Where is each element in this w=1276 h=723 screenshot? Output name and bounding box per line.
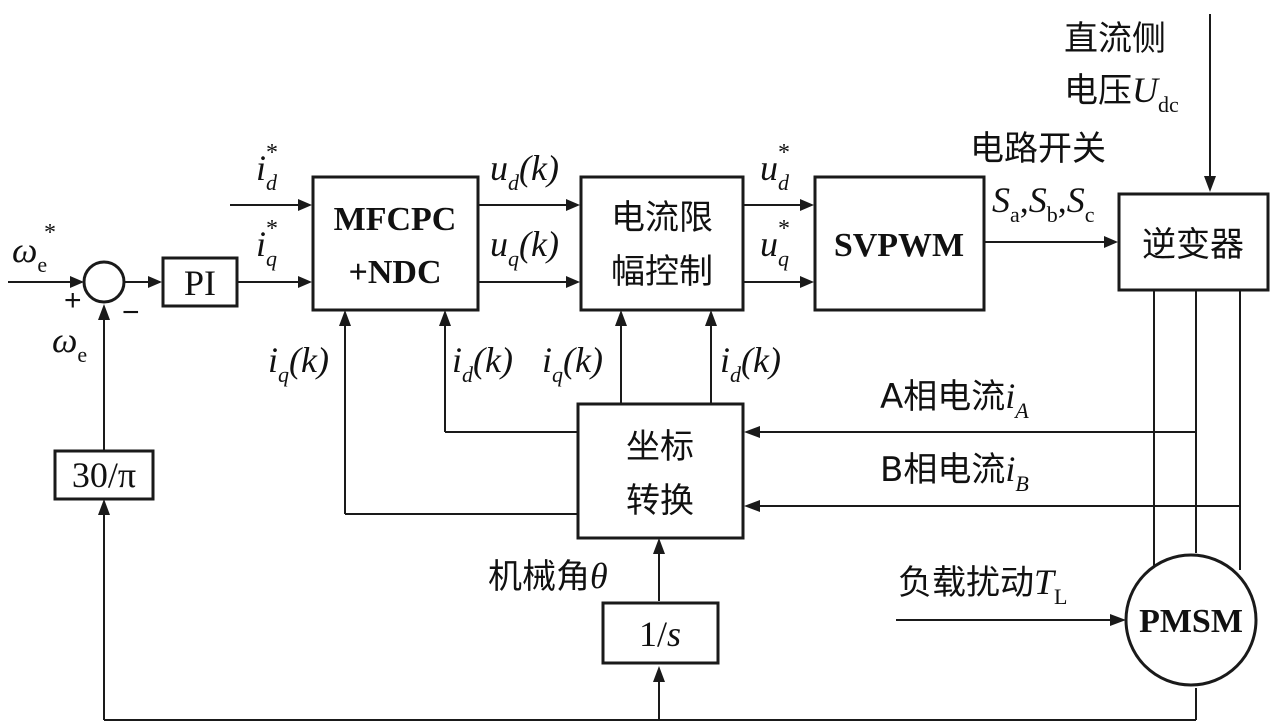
svpwm-label: SVPWM bbox=[834, 227, 964, 264]
iq-ref-label: iq bbox=[256, 224, 277, 271]
inverter-block: 逆变器 bbox=[1117, 192, 1270, 292]
uq-ref-label: uq bbox=[760, 224, 789, 271]
arrow-switch bbox=[1104, 236, 1118, 248]
integrator-block: 1/s bbox=[601, 601, 720, 665]
uq-k-label: uq(k) bbox=[490, 224, 559, 271]
pmsm-label: PMSM bbox=[1139, 603, 1243, 640]
mech-angle-label: 机械角θ bbox=[488, 556, 608, 597]
arrow-into-gain bbox=[98, 499, 110, 515]
arrow-phase-b bbox=[744, 500, 760, 512]
inverter-label: 逆变器 bbox=[1142, 225, 1244, 265]
arrow-theta bbox=[653, 538, 665, 554]
gain-block: 30/π bbox=[53, 449, 155, 501]
ud-ref-label: ud bbox=[760, 148, 790, 195]
gain-label: 30/π bbox=[72, 455, 136, 495]
limit-label-line2: 幅控制 bbox=[611, 252, 713, 292]
arrow-uq-ref bbox=[800, 276, 814, 288]
arrow-iq-k-limit bbox=[615, 310, 627, 326]
pi-block: PI bbox=[161, 256, 239, 308]
signal-lines bbox=[8, 14, 1241, 721]
arrow-iq-k-mfcpc bbox=[339, 310, 351, 326]
integrator-label: 1/s bbox=[639, 614, 681, 654]
arrowheads bbox=[70, 176, 1216, 682]
svpwm-block: SVPWM bbox=[813, 175, 986, 312]
arrow-dc-voltage bbox=[1204, 176, 1216, 192]
arrow-id-k-limit bbox=[705, 310, 717, 326]
summing-junction bbox=[82, 260, 126, 304]
current-limit-block: 电流限 幅控制 bbox=[579, 175, 745, 312]
switch-label: 电路开关 bbox=[970, 129, 1106, 169]
arrow-load-torque bbox=[1110, 614, 1126, 626]
dc-voltage-label-line1: 直流侧 bbox=[1064, 19, 1166, 59]
dc-voltage-label-line2: 电压Udc bbox=[1064, 70, 1179, 117]
iq-ref-star: * bbox=[266, 216, 278, 242]
arrow-ud-k bbox=[566, 199, 580, 211]
iq-k-mid-label: iq(k) bbox=[542, 340, 603, 387]
arrow-id-k-mfcpc bbox=[439, 310, 451, 326]
arrow-into-pi bbox=[148, 276, 162, 288]
arrow-id-ref bbox=[298, 199, 312, 211]
id-ref-label: id bbox=[256, 148, 278, 195]
omega-ref-label: ωe bbox=[12, 230, 47, 277]
uq-ref-star: * bbox=[778, 216, 790, 242]
id-k-right-label: id(k) bbox=[720, 340, 781, 387]
signal-labels: ωe * + − ωe id * iq * ud(k) uq(k) ud * u… bbox=[12, 19, 1179, 609]
arrow-uq-k bbox=[566, 276, 580, 288]
arrow-into-integrator bbox=[653, 666, 665, 682]
arrow-phase-a bbox=[744, 426, 760, 438]
pi-label: PI bbox=[184, 263, 216, 303]
mfcpc-block: MFCPC +NDC bbox=[311, 175, 480, 312]
switch-signals-label: Sa,Sb,Sc bbox=[992, 180, 1095, 227]
arrow-into-sum bbox=[70, 276, 84, 288]
omega-ref-star: * bbox=[44, 220, 56, 246]
id-k-mid-label: id(k) bbox=[452, 340, 513, 387]
limit-label-line1: 电流限 bbox=[611, 198, 713, 238]
mfcpc-label-line1: MFCPC bbox=[334, 201, 457, 238]
ud-k-label: ud(k) bbox=[490, 148, 559, 195]
omega-fb-label: ωe bbox=[52, 320, 87, 367]
id-ref-star: * bbox=[266, 140, 278, 166]
pmsm-motor: PMSM bbox=[1124, 553, 1258, 687]
phase-a-current-label: A相电流iA bbox=[880, 376, 1029, 423]
arrow-feedback-sum bbox=[98, 304, 110, 320]
arrow-ud-ref bbox=[800, 199, 814, 211]
coordinate-transform-block: 坐标 转换 bbox=[576, 402, 745, 540]
mfcpc-label-line2: +NDC bbox=[348, 254, 441, 291]
coord-label-line2: 转换 bbox=[626, 481, 694, 521]
coord-label-line1: 坐标 bbox=[626, 427, 694, 467]
arrow-iq-ref bbox=[298, 276, 312, 288]
ud-ref-star: * bbox=[778, 140, 790, 166]
minus-sign: − bbox=[122, 296, 140, 329]
iq-k-left-label: iq(k) bbox=[268, 340, 329, 387]
load-torque-label: 负载扰动TL bbox=[898, 562, 1067, 609]
plus-sign: + bbox=[64, 284, 82, 317]
phase-b-current-label: B相电流iB bbox=[880, 449, 1029, 496]
